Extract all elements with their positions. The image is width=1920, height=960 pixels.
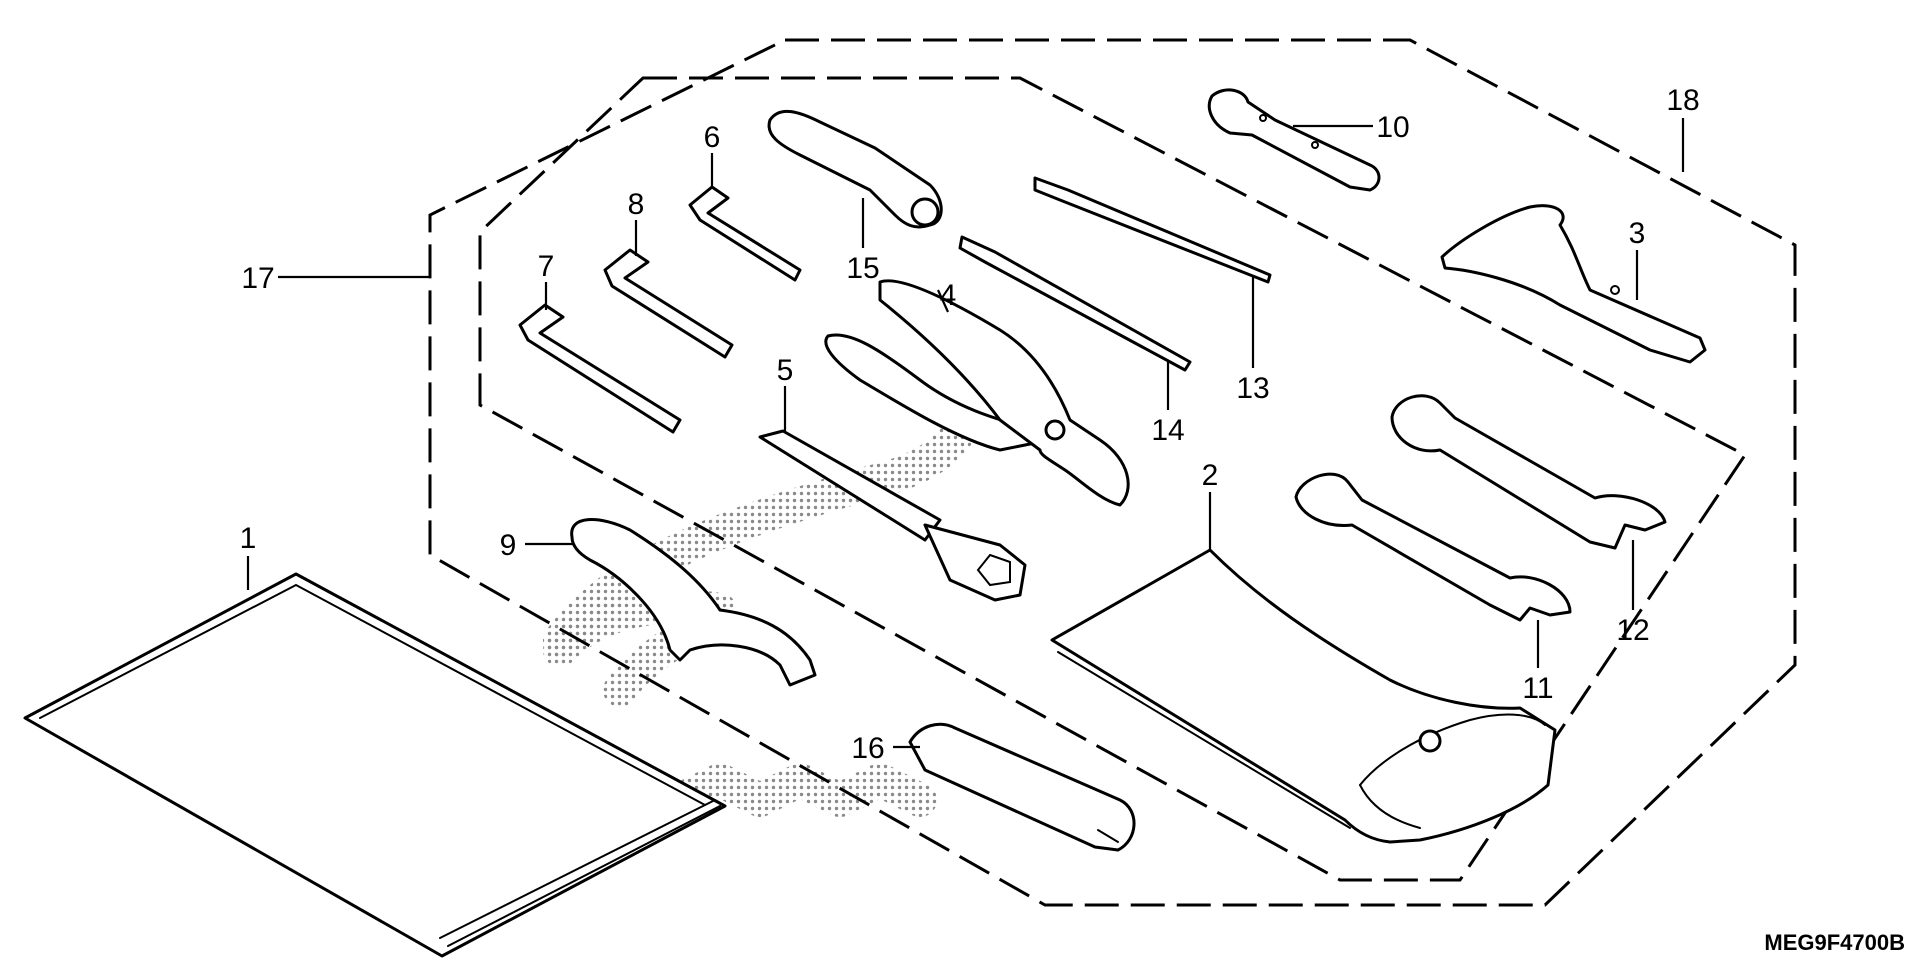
spark-plug-wrench-5 [758,429,1027,602]
pliers-4 [824,279,1130,507]
callout-15: 15 [846,252,879,285]
tool-bag-1 [23,572,727,958]
strap-16 [908,722,1136,852]
callout-6: 6 [704,121,721,154]
callout-17: 17 [241,262,274,295]
callout-13: 13 [1236,372,1269,405]
screwdriver-13 [1033,176,1272,284]
callout-7: 7 [538,250,555,283]
callout-5: 5 [777,354,794,387]
callout-12: 12 [1616,614,1649,647]
open-end-wrench-12 [1390,394,1667,550]
leader-lines [246,118,1685,749]
callout-2: 2 [1202,459,1219,492]
hex-key-8 [603,248,734,359]
hex-key-7 [518,303,682,434]
hex-key-6 [688,185,802,282]
tool-set-boundary-18 [478,76,1748,882]
hook-wrench-9 [570,518,817,687]
callout-16: 16 [851,732,884,765]
screwdriver-handle-15 [767,109,943,229]
callout-4: 4 [940,279,957,312]
callout-1: 1 [240,522,257,555]
leader-4 [936,289,950,313]
callout-9: 9 [500,529,517,562]
callout-18: 18 [1666,84,1699,117]
tool-set-boundary-17 [428,38,1797,907]
reference-code: MEG9F4700B [1764,930,1905,955]
callout-10: 10 [1376,111,1409,144]
callout-8: 8 [628,188,645,221]
hook-spanner-3 [1440,204,1707,364]
screwdriver-14 [958,235,1192,372]
tool-roll-bag-2 [1050,548,1557,844]
callout-11: 11 [1522,672,1553,705]
callout-3: 3 [1629,217,1646,250]
open-end-wrench-11 [1294,472,1572,622]
callout-14: 14 [1151,414,1184,447]
small-wrench-10 [1207,88,1381,192]
callout-labels: 1 2 3 4 5 6 7 8 9 10 11 12 13 14 15 16 1… [240,84,1700,765]
